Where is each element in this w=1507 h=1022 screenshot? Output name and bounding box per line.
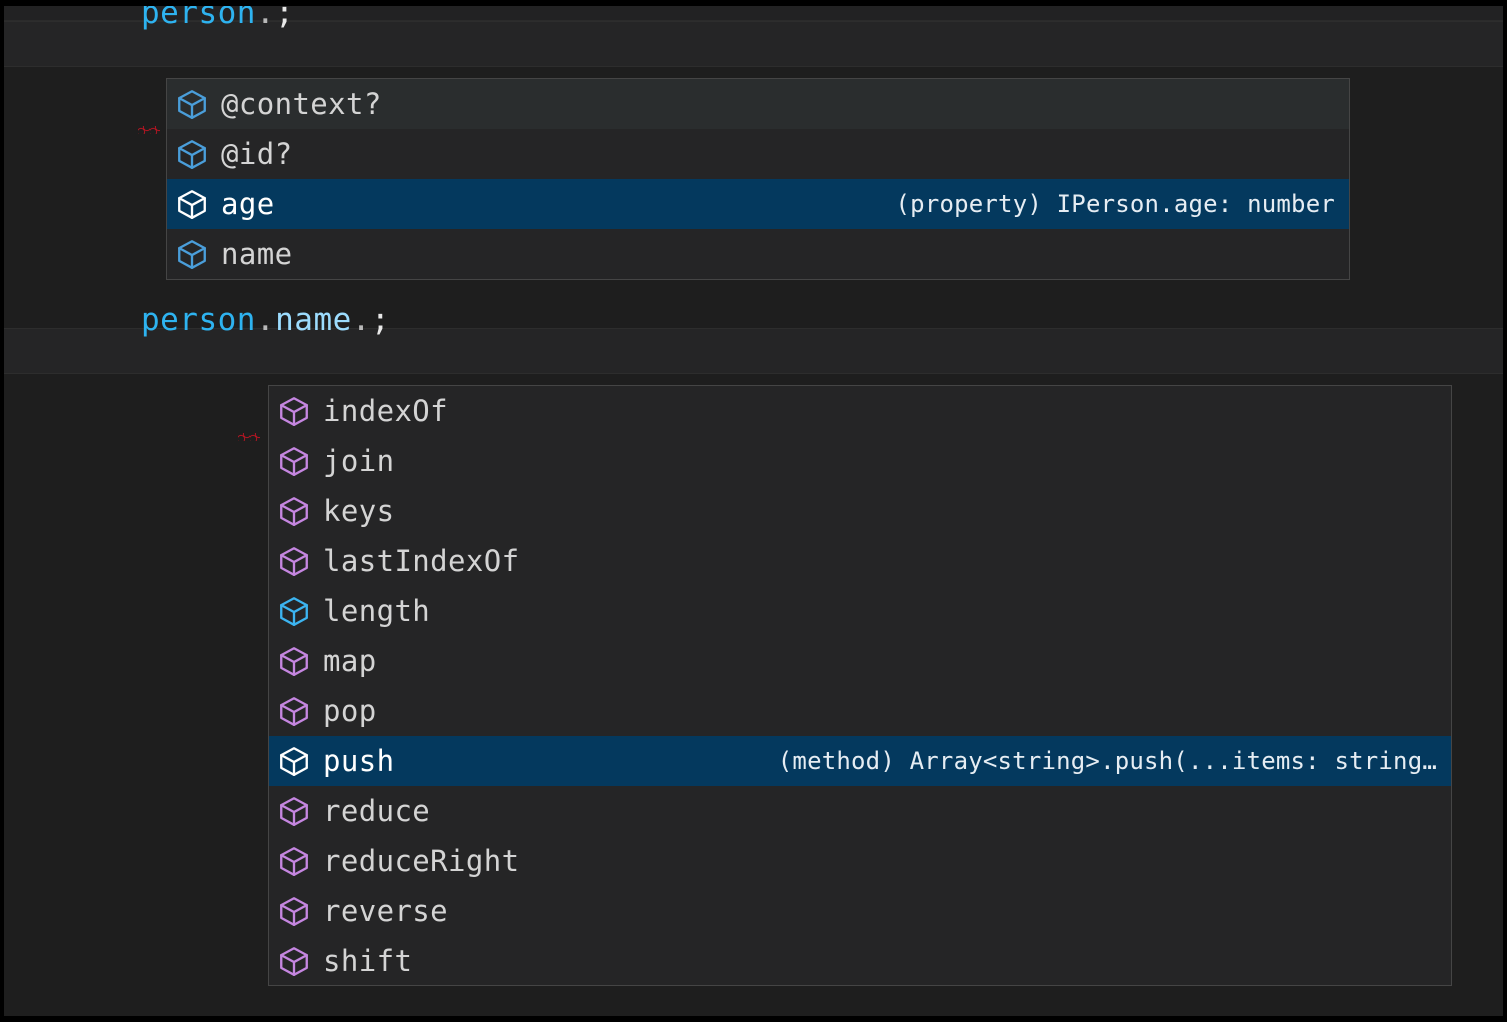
property-cube-icon xyxy=(175,187,209,221)
suggestion-item[interactable]: map xyxy=(269,636,1451,686)
suggestion-item[interactable]: reduceRight xyxy=(269,836,1451,886)
suggestion-item[interactable]: pop xyxy=(269,686,1451,736)
suggestion-item-label: reduce xyxy=(323,797,430,826)
suggestion-item-label: shift xyxy=(323,947,412,976)
suggestion-item[interactable]: join xyxy=(269,436,1451,486)
suggestion-item-label: indexOf xyxy=(323,397,448,426)
suggestion-item[interactable]: reduce xyxy=(269,786,1451,836)
suggestion-item[interactable]: length xyxy=(269,586,1451,636)
token-dot-1: . xyxy=(256,302,275,338)
token-semicolon: ; xyxy=(275,6,294,31)
method-cube-icon xyxy=(277,944,311,978)
method-cube-icon xyxy=(277,794,311,828)
token-dot: . xyxy=(256,6,275,31)
suggestion-item[interactable]: indexOf xyxy=(269,386,1451,436)
method-cube-icon xyxy=(277,394,311,428)
code-line-2[interactable]: person.name.; xyxy=(4,328,1503,374)
method-cube-icon xyxy=(277,844,311,878)
code-editor[interactable]: person.; person.name.; @context?@id?age(… xyxy=(4,6,1503,1016)
suggestion-widget-person[interactable]: @context? @id? age (property) IPerson.age: … xyxy=(166,78,1350,280)
error-squiggle-dot xyxy=(138,126,160,134)
method-cube-icon xyxy=(277,644,311,678)
method-cube-icon xyxy=(277,494,311,528)
suggestion-item-label: reverse xyxy=(323,897,448,926)
suggestion-item[interactable]: name xyxy=(167,229,1349,279)
suggestion-item-label: lastIndexOf xyxy=(323,547,519,576)
token-property-name: name xyxy=(275,302,352,338)
suggestion-item-detail: (property) IPerson.age: number xyxy=(896,190,1335,218)
suggestion-item-label: @id? xyxy=(221,140,292,169)
suggestion-item-label: map xyxy=(323,647,377,676)
token-variable-person: person xyxy=(141,6,256,31)
suggestion-item[interactable]: shift xyxy=(269,936,1451,986)
method-cube-icon xyxy=(277,744,311,778)
suggestion-item[interactable]: lastIndexOf xyxy=(269,536,1451,586)
suggestion-item[interactable]: @id? xyxy=(167,129,1349,179)
property-cube-icon xyxy=(175,137,209,171)
property-cube-icon xyxy=(175,237,209,271)
suggestion-item-label: join xyxy=(323,447,394,476)
token-semicolon-2: ; xyxy=(371,302,390,338)
suggestion-item-label: keys xyxy=(323,497,394,526)
suggestion-item-label: length xyxy=(323,597,430,626)
property-cube-icon xyxy=(277,594,311,628)
suggestion-item-label: @context? xyxy=(221,90,382,119)
suggestion-item[interactable]: reverse xyxy=(269,886,1451,936)
suggestion-item-label: name xyxy=(221,240,292,269)
code-line-1[interactable]: person.; xyxy=(4,21,1503,67)
suggestion-widget-person-name[interactable]: indexOf join keys lastIndexOf length map pop pu… xyxy=(268,385,1452,986)
suggestion-item-label: age xyxy=(221,190,275,219)
method-cube-icon xyxy=(277,894,311,928)
property-cube-icon xyxy=(175,87,209,121)
method-cube-icon xyxy=(277,444,311,478)
method-cube-icon xyxy=(277,694,311,728)
suggestion-item-label: reduceRight xyxy=(323,847,519,876)
suggestion-item-label: push xyxy=(323,747,394,776)
token-variable-person-2: person xyxy=(141,302,256,338)
method-cube-icon xyxy=(277,544,311,578)
suggestion-item[interactable]: keys xyxy=(269,486,1451,536)
suggestion-item[interactable]: push (method) Array<string>.push(...items… xyxy=(269,736,1451,786)
suggestion-item[interactable]: @context? xyxy=(167,79,1349,129)
suggestion-item[interactable]: age (property) IPerson.age: number xyxy=(167,179,1349,229)
token-dot-2: . xyxy=(352,302,371,338)
suggestion-item-label: pop xyxy=(323,697,377,726)
suggestion-item-detail: (method) Array<string>.push(...items: st… xyxy=(778,747,1437,775)
error-squiggle-dot-2 xyxy=(238,433,260,441)
